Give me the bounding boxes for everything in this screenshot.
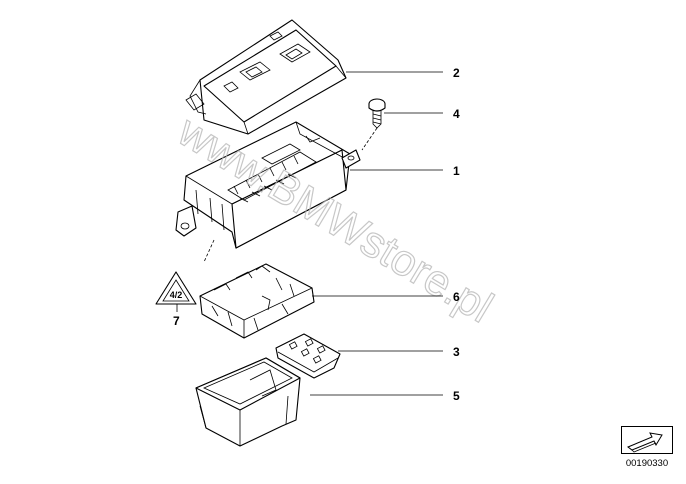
screw-part[interactable] <box>361 98 386 151</box>
callout-7: 7 <box>173 314 180 328</box>
bottom-tray-part[interactable] <box>195 357 301 447</box>
callout-4: 4 <box>453 107 460 121</box>
cover-part[interactable] <box>185 19 347 135</box>
callout-5: 5 <box>453 389 460 403</box>
arrow-icon <box>627 432 663 453</box>
assembly-line <box>203 239 215 263</box>
callout-1: 1 <box>453 164 460 178</box>
reference-number: 00190330 <box>625 458 669 469</box>
fuse-box-part[interactable] <box>175 121 361 249</box>
warning-label-part[interactable]: 4/2 <box>155 271 197 305</box>
callout-6: 6 <box>453 290 460 304</box>
callout-2: 2 <box>453 66 460 80</box>
fuse-holder-part[interactable] <box>275 333 341 379</box>
callout-3: 3 <box>453 345 460 359</box>
leader-lines <box>176 71 443 396</box>
warning-label-text: 4/2 <box>170 290 183 300</box>
reference-arrow-box <box>621 426 673 454</box>
fuse-carrier-part[interactable] <box>199 263 315 339</box>
